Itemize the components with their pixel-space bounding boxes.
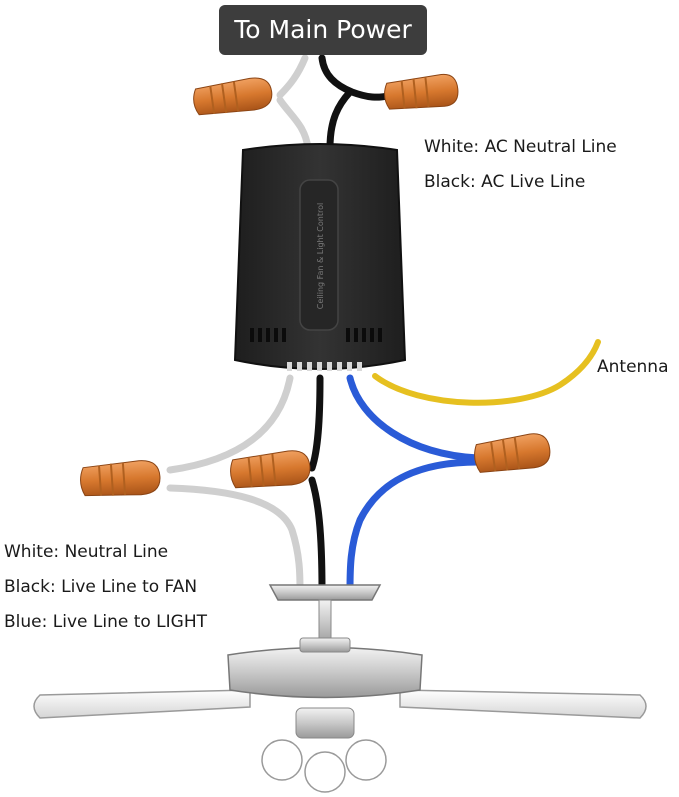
label-top-white: White: AC Neutral Line: [424, 137, 617, 157]
top-white-wire: [276, 54, 312, 152]
receiver-box: Ceiling Fan & Light Control: [233, 143, 407, 371]
ceiling-fan: [33, 584, 647, 793]
label-top-black: Black: AC Live Line: [424, 172, 586, 192]
fan-canopy: [268, 584, 382, 601]
bottom-blue-wire: [346, 374, 482, 594]
label-bottom-blue: Blue: Live Line to LIGHT: [4, 612, 207, 632]
fan-light-kit: [295, 707, 355, 739]
bottom-middle-wire-nut: [230, 450, 311, 489]
fan-motor-housing: [227, 646, 423, 699]
fan-blade-left: [33, 689, 251, 719]
main-power-title: To Main Power: [219, 5, 427, 55]
bottom-left-wire-nut: [80, 460, 161, 497]
label-bottom-black: Black: Live Line to FAN: [4, 577, 198, 597]
fan-light-globes: [261, 739, 387, 793]
fan-blade-right: [399, 689, 647, 719]
top-left-wire-nut: [193, 77, 273, 116]
bottom-black-wire: [308, 374, 326, 594]
bottom-right-wire-nut: [474, 433, 551, 473]
top-right-wire-nut: [384, 73, 459, 110]
receiver-label: Ceiling Fan & Light Control: [316, 203, 325, 309]
top-black-wire: [318, 54, 392, 152]
bottom-white-wire: [166, 374, 304, 594]
label-antenna: Antenna: [597, 357, 669, 377]
label-bottom-white: White: Neutral Line: [4, 542, 169, 562]
antenna-wire: [372, 339, 601, 406]
